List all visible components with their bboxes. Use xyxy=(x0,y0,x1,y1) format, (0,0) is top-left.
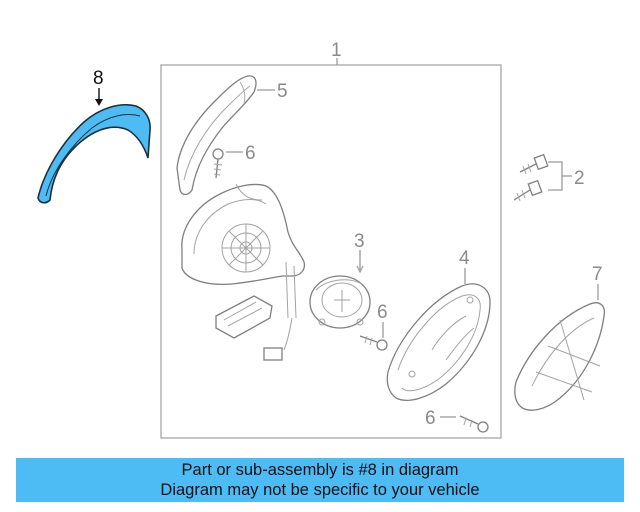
callout-4: 4 xyxy=(459,248,470,269)
part-6-screw-middle[interactable] xyxy=(359,335,388,351)
assembly-frame xyxy=(160,64,502,439)
part-3-motor[interactable] xyxy=(309,275,371,329)
part-5-turn-signal[interactable] xyxy=(176,75,257,196)
banner-line-2: Diagram may not be specific to your vehi… xyxy=(160,481,480,499)
callout-3: 3 xyxy=(354,231,365,252)
callout-5: 5 xyxy=(277,81,288,102)
part-6-screw-upper[interactable] xyxy=(212,148,224,179)
info-banner: Part or sub-assembly is #8 in diagram Di… xyxy=(16,458,624,502)
callout-7: 7 xyxy=(592,264,603,285)
callout-1: 1 xyxy=(331,40,342,61)
mirror-housing[interactable] xyxy=(181,183,306,319)
callout-6-upper: 6 xyxy=(245,143,256,164)
part-6-screw-lower[interactable] xyxy=(459,415,489,433)
wiring-connector[interactable] xyxy=(215,295,293,361)
part-8-mirror-cap[interactable] xyxy=(37,104,151,204)
part-7-mirror-glass[interactable] xyxy=(514,302,606,411)
callout-6-lower: 6 xyxy=(425,408,436,429)
part-4-glass-holder[interactable] xyxy=(386,283,491,401)
banner-line-1: Part or sub-assembly is #8 in diagram xyxy=(181,461,459,479)
callout-2: 2 xyxy=(574,168,585,189)
callout-6-middle: 6 xyxy=(377,302,388,323)
part-2-bolts[interactable] xyxy=(513,153,549,202)
callout-8: 8 xyxy=(93,68,104,89)
